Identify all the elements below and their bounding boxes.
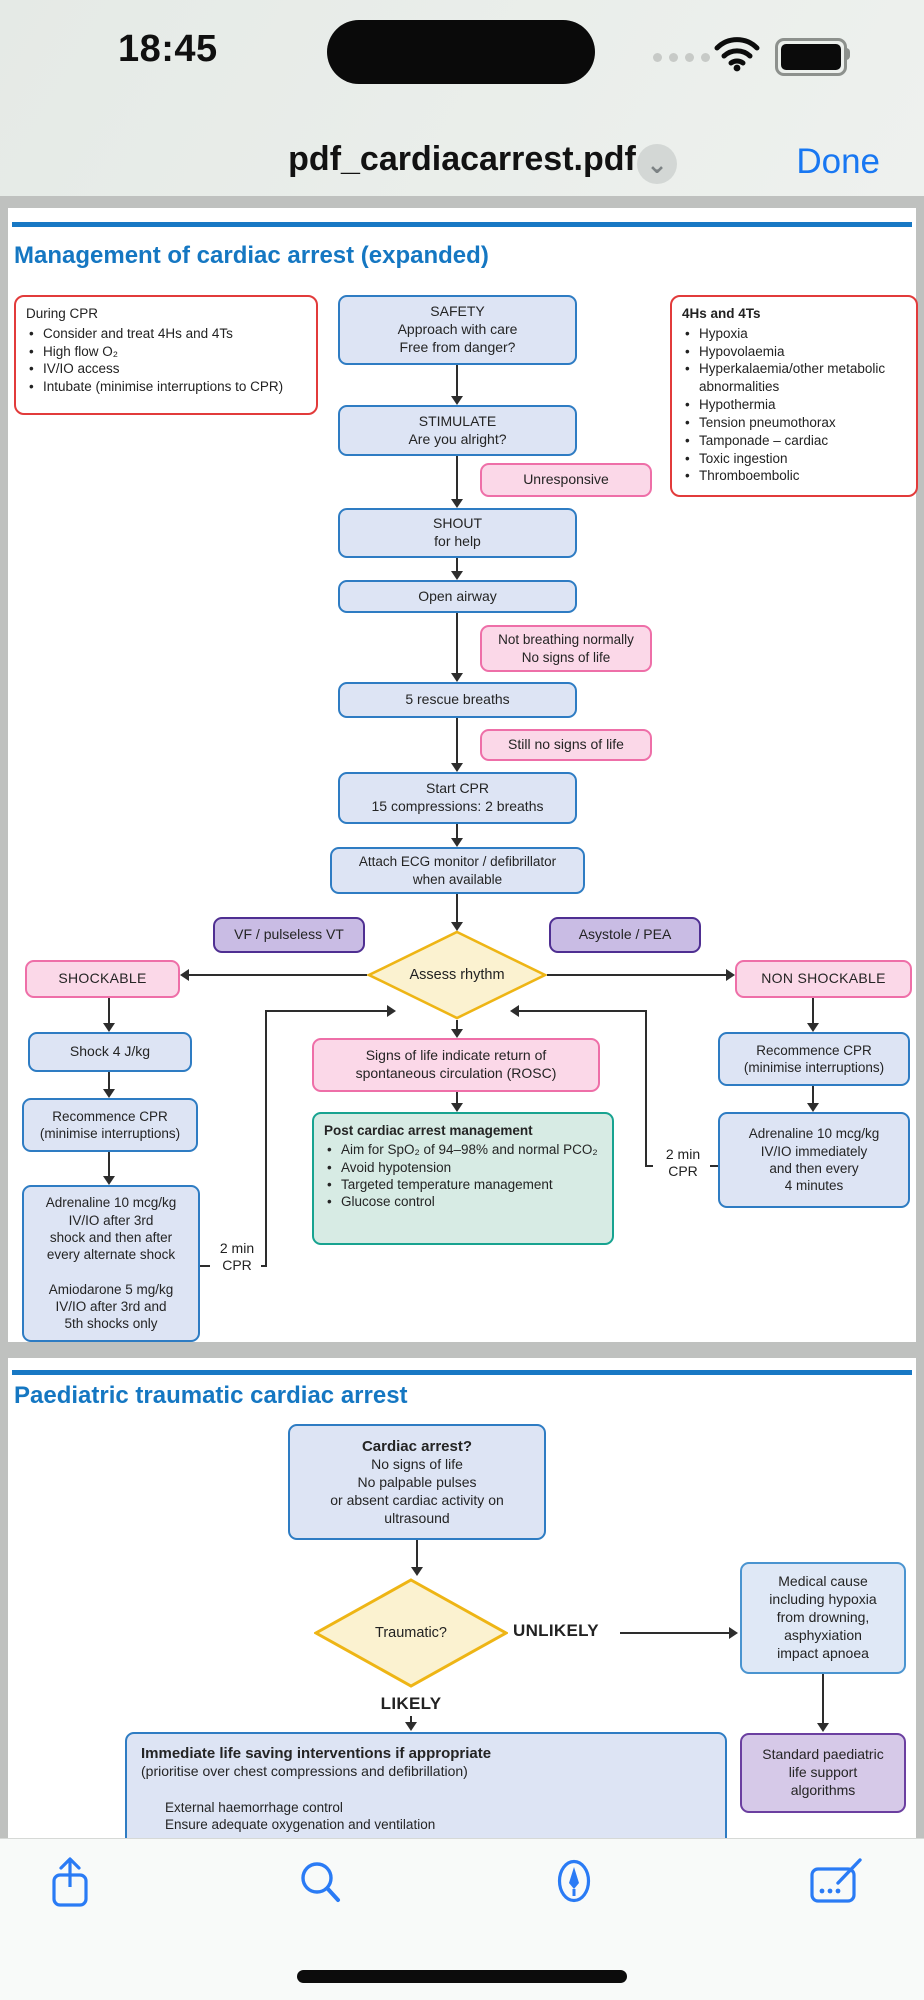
section-rule — [12, 1370, 912, 1375]
chevron-down-icon[interactable]: ⌄ — [637, 144, 677, 184]
flow-box-open-airway: Open airway — [338, 580, 577, 613]
flow-box-adrenaline-right: Adrenaline 10 mcg/kg IV/IO immediately a… — [718, 1112, 910, 1208]
list-item: Tension pneumothorax — [682, 414, 906, 432]
flow-box-rescue-breaths: 5 rescue breaths — [338, 682, 577, 718]
flow-box-safety: SAFETY Approach with care Free from dang… — [338, 295, 577, 365]
flow-box-rosc: Signs of life indicate return of spontan… — [312, 1038, 600, 1092]
list-item: Intubate (minimise interruptions to CPR) — [26, 378, 306, 396]
during-cpr-box: During CPR Consider and treat 4Hs and 4T… — [14, 295, 318, 415]
battery-icon — [775, 38, 847, 76]
two-min-cpr-label-left: 2 min CPR — [219, 1240, 255, 1273]
document-title: pdf_cardiacarrest.pdf — [288, 140, 636, 178]
status-time: 18:45 — [118, 28, 218, 70]
flow-box-recommence-right: Recommence CPR (minimise interruptions) — [718, 1032, 910, 1086]
list-item: Ensure adequate oxygenation and ventilat… — [165, 1817, 436, 1833]
cardiac-arrest-title: Cardiac arrest? — [361, 1437, 473, 1455]
list-item: High flow O₂ — [26, 343, 306, 361]
home-indicator[interactable] — [297, 1970, 627, 1983]
flow-box-standard-paed: Standard paediatric life support algorit… — [740, 1733, 906, 1813]
assess-rhythm-label: Assess rhythm — [409, 967, 505, 983]
list-item: Aim for SpO₂ of 94–98% and normal PCO₂ — [324, 1141, 598, 1159]
unlikely-label: UNLIKELY — [513, 1621, 599, 1640]
4hs-4ts-title: 4Hs and 4Ts — [682, 306, 761, 321]
flow-label-unresponsive: Unresponsive — [480, 463, 652, 497]
list-item: Hypothermia — [682, 396, 906, 414]
list-item: Tamponade – cardiac — [682, 432, 906, 450]
flow-box-recommence-left: Recommence CPR (minimise interruptions) — [22, 1098, 198, 1152]
flow-box-shock-dose: Shock 4 J/kg — [28, 1032, 192, 1072]
flow-box-immediate: Immediate life saving interventions if a… — [125, 1732, 727, 1838]
done-button[interactable]: Done — [796, 142, 880, 181]
post-arrest-title: Post cardiac arrest management — [324, 1123, 533, 1138]
list-item: Thromboembolic — [682, 467, 906, 485]
pdf-page-2[interactable]: Paediatric traumatic cardiac arrest Card… — [8, 1358, 916, 1838]
cardiac-arrest-lines: No signs of life No palpable pulses or a… — [330, 1455, 504, 1526]
flow-box-shockable: SHOCKABLE — [25, 960, 180, 998]
two-min-cpr-label-right: 2 min CPR — [665, 1146, 701, 1179]
list-item: Consider and treat 4Hs and 4Ts — [26, 325, 306, 343]
flow-label-asystole-pea: Asystole / PEA — [549, 917, 701, 953]
page-title: Paediatric traumatic cardiac arrest — [14, 1382, 408, 1409]
list-item: Hyperkalaemia/other metabolic abnormalit… — [682, 360, 906, 396]
search-icon[interactable] — [294, 1855, 346, 1911]
during-cpr-title: During CPR — [26, 306, 99, 321]
list-item: Toxic ingestion — [682, 450, 906, 468]
list-item: Avoid hypotension — [324, 1159, 598, 1177]
4hs-4ts-box: 4Hs and 4Ts Hypoxia Hypovolaemia Hyperka… — [670, 295, 918, 497]
signature-annotation-icon[interactable] — [808, 1855, 866, 1911]
flow-box-adrenaline-left: Adrenaline 10 mcg/kg IV/IO after 3rd sho… — [22, 1185, 200, 1342]
flow-box-stimulate: STIMULATE Are you alright? — [338, 405, 577, 456]
flow-box-cardiac-arrest: Cardiac arrest? No signs of life No palp… — [288, 1424, 546, 1540]
flow-box-medical-cause: Medical cause including hypoxia from dro… — [740, 1562, 906, 1674]
cellular-signal-icon — [653, 53, 710, 62]
pdf-page-1[interactable]: Management of cardiac arrest (expanded) … — [8, 208, 918, 1342]
flow-box-attach-ecg: Attach ECG monitor / defibrillator when … — [330, 847, 585, 894]
list-item: Glucose control — [324, 1193, 598, 1211]
list-item: Hypoxia — [682, 325, 906, 343]
flow-label-not-breathing: Not breathing normally No signs of life — [480, 625, 652, 672]
list-item: Targeted temperature management — [324, 1176, 598, 1194]
dynamic-island — [327, 20, 595, 84]
list-item: IV/IO access — [26, 360, 306, 378]
top-chrome: 18:45 pdf_cardiacarrest.pdf ⌄ Done — [0, 0, 924, 196]
list-item: Hypovolaemia — [682, 343, 906, 361]
traumatic-diamond — [314, 1578, 508, 1688]
likely-label: LIKELY — [380, 1694, 442, 1713]
markup-pen-icon[interactable] — [548, 1855, 600, 1911]
traumatic-label: Traumatic? — [375, 1625, 447, 1641]
wifi-icon — [714, 37, 760, 72]
assess-rhythm-diamond — [367, 930, 547, 1020]
flow-box-start-cpr: Start CPR 15 compressions: 2 breaths — [338, 772, 577, 824]
immediate-subtitle: (prioritise over chest compressions and … — [141, 1763, 468, 1780]
flow-box-post-arrest: Post cardiac arrest management Aim for S… — [312, 1112, 614, 1245]
battery-nub — [845, 48, 850, 60]
page-title: Management of cardiac arrest (expanded) — [14, 242, 489, 269]
immediate-title: Immediate life saving interventions if a… — [141, 1745, 492, 1762]
flow-box-shout: SHOUT for help — [338, 508, 577, 558]
flow-label-still-no-signs: Still no signs of life — [480, 729, 652, 761]
flow-box-non-shockable: NON SHOCKABLE — [735, 960, 912, 998]
list-item: External haemorrhage control — [165, 1800, 343, 1816]
flow-label-vf-vt: VF / pulseless VT — [213, 917, 365, 953]
section-rule — [12, 222, 912, 227]
share-icon[interactable] — [44, 1855, 96, 1911]
